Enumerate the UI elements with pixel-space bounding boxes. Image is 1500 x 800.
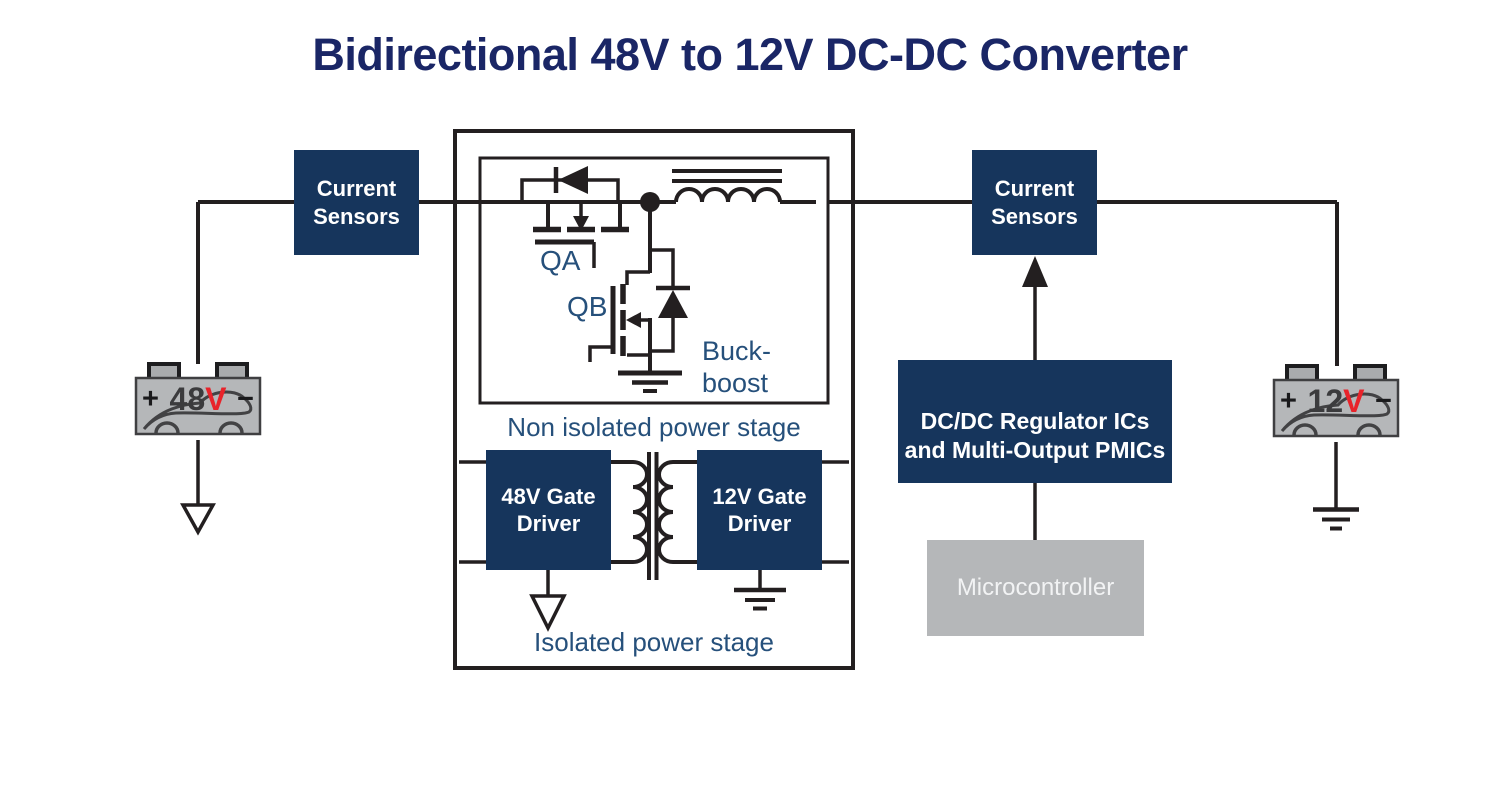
qa-body-diode-icon bbox=[558, 166, 588, 194]
up-arrow-icon bbox=[1022, 256, 1048, 361]
battery-12v-value: 12V bbox=[1307, 383, 1365, 419]
microcontroller-box: Microcontroller bbox=[927, 540, 1144, 636]
buck-boost-line2: boost bbox=[702, 367, 769, 398]
battery-12v-unit: V bbox=[1343, 383, 1365, 419]
regulator-ics-line1: DC/DC Regulator ICs bbox=[920, 408, 1150, 435]
current-sensors-left-label-line2: Sensors bbox=[313, 203, 400, 229]
transformer-icon bbox=[459, 452, 849, 580]
battery-12v-icon bbox=[1272, 364, 1400, 438]
regulator-ics-line2: and Multi-Output PMICs bbox=[904, 436, 1166, 463]
inductor-icon bbox=[672, 169, 782, 203]
car-silhouette-icon bbox=[142, 390, 253, 430]
ground-triangle-icon bbox=[529, 570, 567, 632]
mosfet-qb-icon bbox=[588, 202, 690, 373]
battery-48v-unit: V bbox=[205, 381, 227, 417]
battery-48v-label: + 48V − bbox=[136, 381, 260, 417]
car-silhouette-icon bbox=[1280, 392, 1391, 432]
gate-driver-48v-box: 48V Gate Driver bbox=[486, 450, 611, 570]
ground-earth-icon bbox=[618, 370, 682, 393]
qa-label: QA bbox=[540, 245, 581, 276]
isolated-stage-caption: Isolated power stage bbox=[534, 627, 774, 657]
minus-sign: − bbox=[237, 382, 254, 415]
converter-outline-box bbox=[453, 129, 855, 670]
buck-boost-label: Buck- boost bbox=[702, 336, 771, 400]
mosfet-qa-icon bbox=[520, 166, 629, 268]
minus-sign: − bbox=[1375, 384, 1392, 417]
current-sensors-left-box: Current Sensors bbox=[294, 150, 419, 255]
battery-48v-icon bbox=[134, 362, 262, 436]
gate-driver-12v-line2: Driver bbox=[727, 511, 792, 536]
page-title: Bidirectional 48V to 12V DC-DC Converter bbox=[312, 29, 1188, 80]
qb-body-diode-icon bbox=[658, 290, 688, 318]
qb-label: QB bbox=[567, 291, 608, 322]
gate-driver-48v-line2: Driver bbox=[516, 511, 581, 536]
non-isolated-stage-caption: Non isolated power stage bbox=[507, 412, 801, 442]
plus-sign: + bbox=[1280, 384, 1297, 417]
current-sensors-right-label-line2: Sensors bbox=[991, 203, 1078, 229]
current-sensors-right-box: Current Sensors bbox=[972, 150, 1097, 255]
battery-48v-value: 48V bbox=[169, 381, 227, 417]
gate-driver-48v-line1: 48V Gate bbox=[501, 483, 596, 509]
gate-driver-12v-box: 12V Gate Driver bbox=[697, 450, 822, 570]
plus-sign: + bbox=[142, 382, 159, 415]
current-sensors-left-label-line1: Current bbox=[316, 176, 397, 201]
buck-boost-line1: Buck- bbox=[702, 336, 772, 366]
ground-earth-icon bbox=[1313, 442, 1359, 531]
ground-triangle-icon bbox=[180, 440, 216, 536]
regulator-ics-box: DC/DC Regulator ICs and Multi-Output PMI… bbox=[898, 360, 1172, 483]
microcontroller-label: Microcontroller bbox=[956, 574, 1115, 601]
ground-earth-icon bbox=[734, 570, 786, 611]
battery-12v-label: + 12V − bbox=[1274, 383, 1398, 419]
current-sensors-right-label-line1: Current bbox=[994, 176, 1075, 201]
gate-driver-12v-line1: 12V Gate bbox=[712, 483, 807, 509]
